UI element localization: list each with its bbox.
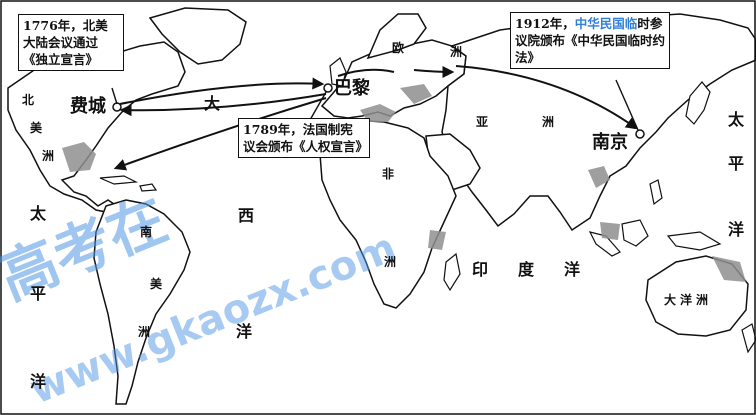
label-asia-2: 洲 (542, 115, 555, 129)
label-indian-3: 洋 (564, 260, 581, 279)
scandinavia-landmass (366, 13, 427, 60)
callout-1789-declaration: 1789年，法国制宪议会颁布《人权宣言》 (238, 118, 370, 158)
callout-1776-text: 北美大陆会议通过《独立宣言》 (23, 18, 108, 67)
label-atlantic-3: 洋 (236, 322, 253, 341)
new-zealand-island (741, 323, 756, 354)
cuba-island (99, 175, 139, 185)
label-pacific-right-2: 平 (728, 154, 745, 173)
shaded-regions (62, 84, 746, 282)
label-oceania-3: 洲 (696, 293, 709, 307)
label-paris: 巴黎 (334, 78, 370, 99)
madagascar-island (443, 252, 461, 292)
label-south-america-2: 美 (150, 277, 163, 291)
route-asia-to-nanjing (455, 65, 638, 130)
callout-1789-text: 法国制宪议会颁布《人权宣言》 (243, 122, 369, 154)
africa-landmass (319, 119, 457, 309)
new-guinea-island (666, 231, 722, 251)
label-africa-2: 洲 (384, 255, 397, 269)
callout-1912-text: 时参议院颁布《中华民国临时约法》 (515, 16, 666, 65)
city-dot-icon (635, 129, 645, 139)
label-asia-1: 亚 (476, 115, 489, 129)
callout-1912-highlight: 中华民国临 (574, 16, 638, 31)
label-oceania-1: 大 (664, 293, 677, 307)
callout-1776-declaration: 1776年，北美大陆会议通过《独立宣言》 (18, 14, 124, 71)
label-nanjing: 南京 (592, 132, 628, 153)
callout-1789-year: 1789年， (243, 122, 303, 137)
city-dot-icon (323, 83, 333, 93)
label-north-america-3: 洲 (42, 149, 55, 163)
route-paris-to-europe-east (337, 68, 395, 77)
route-europe-to-asia (413, 65, 455, 78)
label-europe-2: 洲 (450, 45, 463, 59)
borneo-island (621, 219, 649, 247)
label-pacific-left-3: 洋 (30, 372, 47, 391)
callout-1776-year: 1776年， (23, 18, 83, 33)
label-europe-1: 欧 (392, 41, 405, 55)
label-pacific-right-1: 太 (728, 110, 745, 129)
label-pacific-left-1: 太 (30, 204, 47, 223)
label-indian-1: 印 (472, 260, 489, 279)
south-america-landmass (93, 199, 191, 405)
label-oceania-2: 洋 (680, 293, 693, 307)
route-arrows (113, 65, 638, 171)
label-atlantic-1: 大 (204, 94, 221, 113)
label-pacific-right-3: 洋 (728, 220, 745, 239)
label-philadelphia: 费城 (70, 96, 106, 117)
callout-leaders (111, 79, 639, 131)
japan-islands (685, 81, 711, 125)
label-atlantic-2: 西 (238, 206, 255, 225)
philippines-island (649, 179, 663, 206)
route-paris-to-philadelphia (119, 93, 327, 117)
route-paris-to-americas (113, 97, 327, 171)
callout-1912-constitution: 1912年，中华民国临时参议院颁布《中华民国临时约法》 (510, 12, 670, 69)
label-south-america-1: 南 (140, 225, 153, 239)
britain-island (329, 57, 347, 87)
label-south-america-3: 洲 (138, 325, 151, 339)
label-indian-2: 度 (518, 260, 535, 279)
greenland-landmass (148, 7, 247, 65)
city-dot-icon (112, 102, 122, 112)
callout-1912-year: 1912年， (515, 16, 575, 31)
label-africa-1: 非 (382, 167, 395, 181)
route-philadelphia-to-paris (119, 77, 325, 105)
label-north-america-1: 北 (22, 93, 35, 107)
north-america-landmass (7, 41, 186, 213)
hispaniola-island (139, 183, 158, 192)
label-north-america-2: 美 (30, 121, 43, 135)
label-pacific-left-2: 平 (30, 284, 47, 303)
